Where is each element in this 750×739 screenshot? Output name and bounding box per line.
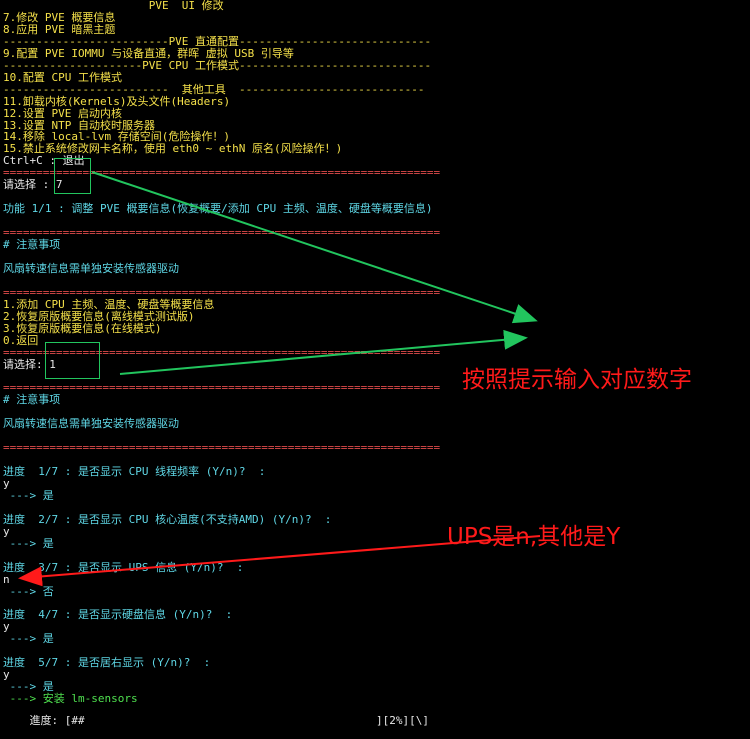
annotation-arrows — [18, 171, 541, 587]
terminal-line: ========================================… — [3, 226, 441, 240]
terminal-line: 10.配置 CPU 工作模式 — [3, 70, 122, 84]
terminal-line: 进度 2/7 : 是否显示 CPU 核心温度(不支持AMD) (Y/n)? : — [3, 512, 332, 526]
terminal-line: ---> 是 — [3, 536, 54, 550]
arrow-to-ups-answer — [18, 535, 541, 587]
terminal-line: 13.设置 NTP 自动校时服务器 — [3, 118, 155, 132]
terminal-line: 请选择: 1 — [3, 357, 56, 371]
terminal-line: 进度 1/7 : 是否显示 CPU 线程频率 (Y/n)? : — [3, 465, 266, 479]
terminal-line: 功能 1/1 : 调整 PVE 概要信息(恢复概要/添加 CPU 主频、温度、硬… — [3, 202, 433, 216]
arrow-from-choice-7 — [91, 171, 538, 324]
terminal-line: ---------------------PVE CPU 工作模式-------… — [3, 58, 432, 72]
terminal-line: 9.配置 PVE IOMMU 与设备直通，群晖 虚拟 USB 引导等 — [3, 46, 294, 60]
terminal-line: ---> 否 — [3, 584, 54, 598]
terminal-line: 8.应用 PVE 暗黑主题 — [3, 22, 116, 36]
terminal-line: # 注意事项 — [3, 393, 61, 407]
terminal-line: 15.禁止系统修改网卡名称，使用 eth0 ~ ethN 原名(风险操作！) — [3, 142, 343, 156]
terminal-line: 请选择 : 7 — [3, 178, 63, 192]
terminal-line: 7.修改 PVE 概要信息 — [3, 10, 116, 24]
terminal-line: y — [3, 620, 10, 634]
highlight-box-choice-7 — [54, 158, 91, 194]
terminal-line: 进度 4/7 : 是否显示硬盘信息 (Y/n)? : — [3, 608, 233, 622]
terminal-line: 11.卸载内核(Kernels)及头文件(Headers) — [3, 94, 231, 108]
terminal-line: 2.恢复原版概要信息(离线模式测试版) — [3, 309, 195, 323]
annotation-ups-hint: UPS是n,其他是Y — [447, 524, 621, 550]
terminal-line: y — [3, 477, 10, 490]
arrow-from-choice-1 — [119, 329, 528, 375]
terminal-line: ------------------------- 其他工具 ---------… — [3, 82, 425, 96]
annotation-input-hint: 按照提示输入对应数字 — [462, 367, 692, 393]
terminal-line: ---> 是 — [3, 680, 54, 694]
terminal-line: 风扇转速信息需单独安装传感器驱动 — [3, 417, 179, 431]
terminal-line: 3.恢复原版概要信息(在线模式) — [3, 321, 162, 335]
terminal-line: 1.添加 CPU 主频、温度、硬盘等概要信息 — [3, 297, 215, 311]
terminal-line: ========================================… — [3, 441, 441, 455]
terminal-line: PVE UI 修改 — [3, 0, 224, 12]
terminal-line: 12.设置 PVE 启动内核 — [3, 106, 122, 120]
terminal-line: ---> 是 — [3, 632, 54, 646]
terminal-line: ========================================… — [3, 166, 441, 180]
terminal-line: 风扇转速信息需单独安装传感器驱动 — [3, 261, 179, 275]
terminal-line: ---> 是 — [3, 488, 54, 502]
terminal-line: y — [3, 668, 10, 682]
terminal-line: ========================================… — [3, 285, 441, 299]
terminal-line: 14.移除 local-lvm 存储空间(危险操作！) — [3, 130, 230, 144]
terminal-line: ========================================… — [3, 381, 441, 395]
terminal-line: 进度 5/7 : 是否居右显示 (Y/n)? : — [3, 656, 211, 670]
terminal-line: 0.返回 — [3, 333, 39, 347]
terminal-line: Ctrl+C : 退出 — [3, 154, 85, 168]
terminal-line: n — [3, 572, 10, 586]
terminal-line: # 注意事项 — [3, 238, 61, 251]
terminal-line: ---> 安装 lm-sensors — [3, 692, 138, 706]
terminal-line: y — [3, 524, 10, 538]
highlight-box-choice-1 — [45, 342, 100, 379]
terminal-line: -------------------------PVE 直通配置-------… — [3, 34, 432, 48]
